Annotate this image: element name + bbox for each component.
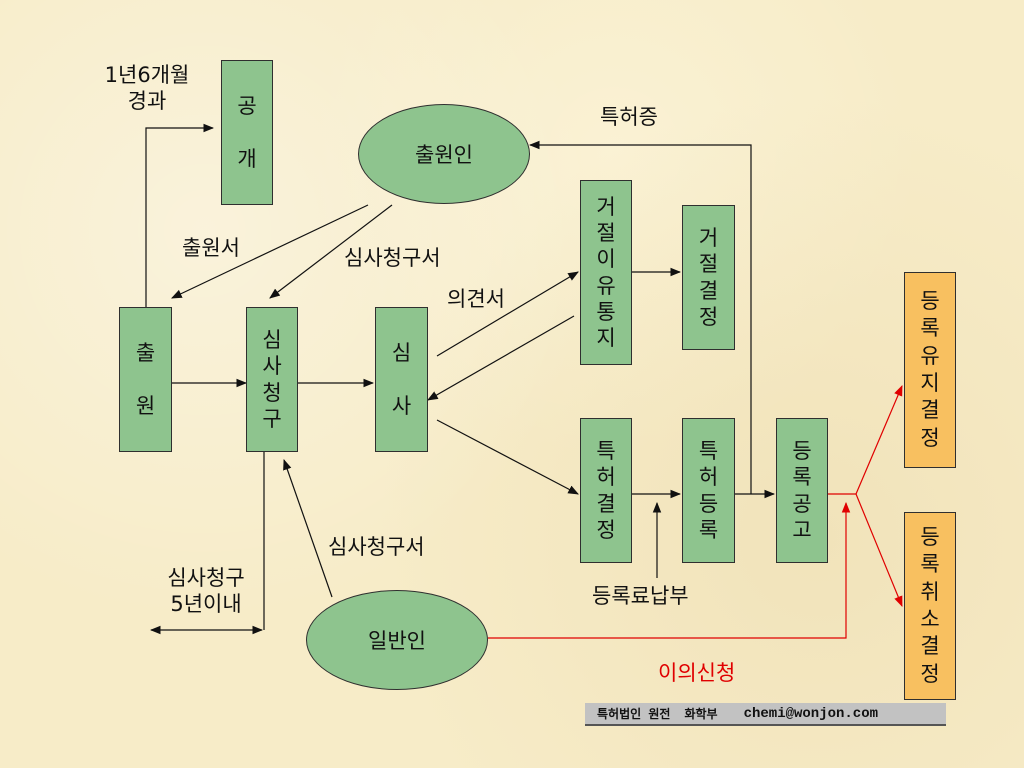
label-exam-request-period-line1: 심사청구 [167,566,245,590]
label-application-doc: 출원서 [182,236,240,260]
node-applicant: 출원인 [358,104,530,204]
node-grant-decision-label: 특허결정 [596,439,616,542]
node-rejection-notice: 거절이유통지 [580,180,632,365]
arrow-public-to-exam-request [283,458,333,598]
footer-department: 화학부 [684,707,718,721]
node-publication-label: 공 개 [237,94,257,171]
node-general-public-label: 일반인 [368,629,426,653]
arrow-certificate-to-applicant [528,140,752,494]
arrow-exam-to-grant-decision [436,419,579,495]
node-exam-request: 심사청구 [246,307,298,452]
node-maintain-decision: 등록유지결정 [904,272,956,468]
label-exam-request-period-line2: 5년이내 [170,592,242,617]
label-publication-period: 1년6개월 경과 [92,62,202,115]
arrow-exam-to-rejection-notice [436,271,579,357]
arrow-rejection-notice-to-exam [427,315,575,401]
label-elapsed: 경과 [127,89,167,114]
node-maintain-decision-label: 등록유지결정 [920,289,940,450]
node-rejection-notice-label: 거절이유통지 [596,195,616,350]
label-certificate: 특허증 [600,105,658,129]
label-opinion-doc: 의견서 [447,287,505,311]
footer-bar: 특허법인 원전 화학부 chemi@wonjon.com [585,703,946,726]
label-1y6m: 1년6개월 [104,63,190,87]
node-registration-announcement-label: 등록공고 [792,439,812,542]
node-rejection-decision: 거절결정 [682,205,735,350]
node-revoke-decision-label: 등록취소결정 [920,525,940,686]
arrow-filing-to-publication [145,123,215,307]
footer-email: chemi@wonjon.com [743,705,879,722]
node-patent-registration: 특허등록 [682,418,735,563]
node-revoke-decision: 등록취소결정 [904,512,956,700]
node-registration-announcement: 등록공고 [776,418,828,563]
node-grant-decision: 특허결정 [580,418,632,563]
label-objection: 이의신청 [658,661,736,685]
node-filing-label: 출 원 [135,341,156,418]
node-rejection-decision-label: 거절결정 [698,226,719,329]
node-filing: 출 원 [119,307,172,452]
node-patent-registration-label: 특허등록 [698,439,719,542]
node-applicant-label: 출원인 [415,143,473,167]
arrow-to-revoke-decision [855,493,903,607]
label-registration-fee: 등록료납부 [592,584,689,608]
node-examination: 심 사 [375,307,428,452]
label-exam-request-doc-top: 심사청구서 [344,246,441,270]
label-exam-request-doc-bottom: 심사청구서 [328,535,425,559]
arrow-applicant-to-filing [171,204,369,299]
arrow-to-maintain-decision [855,385,903,495]
node-examination-label: 심 사 [391,341,412,418]
footer-firm: 특허법인 원전 [597,707,671,721]
node-publication: 공 개 [221,60,273,205]
arrow-objection [488,501,851,639]
arrow-applicant-to-exam-request [269,204,393,299]
node-exam-request-label: 심사청구 [262,328,282,431]
node-general-public: 일반인 [306,590,488,690]
label-exam-request-period: 심사청구 5년이내 [150,565,262,618]
